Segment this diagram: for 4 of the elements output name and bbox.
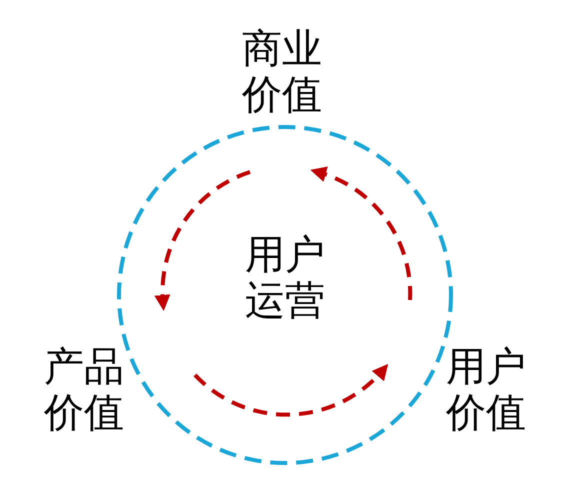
node-label: 用户价值 — [445, 344, 527, 436]
node-label: 商业价值 — [241, 26, 323, 118]
node-label: 产品价值 — [43, 344, 125, 436]
node-label: 用户运营 — [244, 232, 326, 324]
